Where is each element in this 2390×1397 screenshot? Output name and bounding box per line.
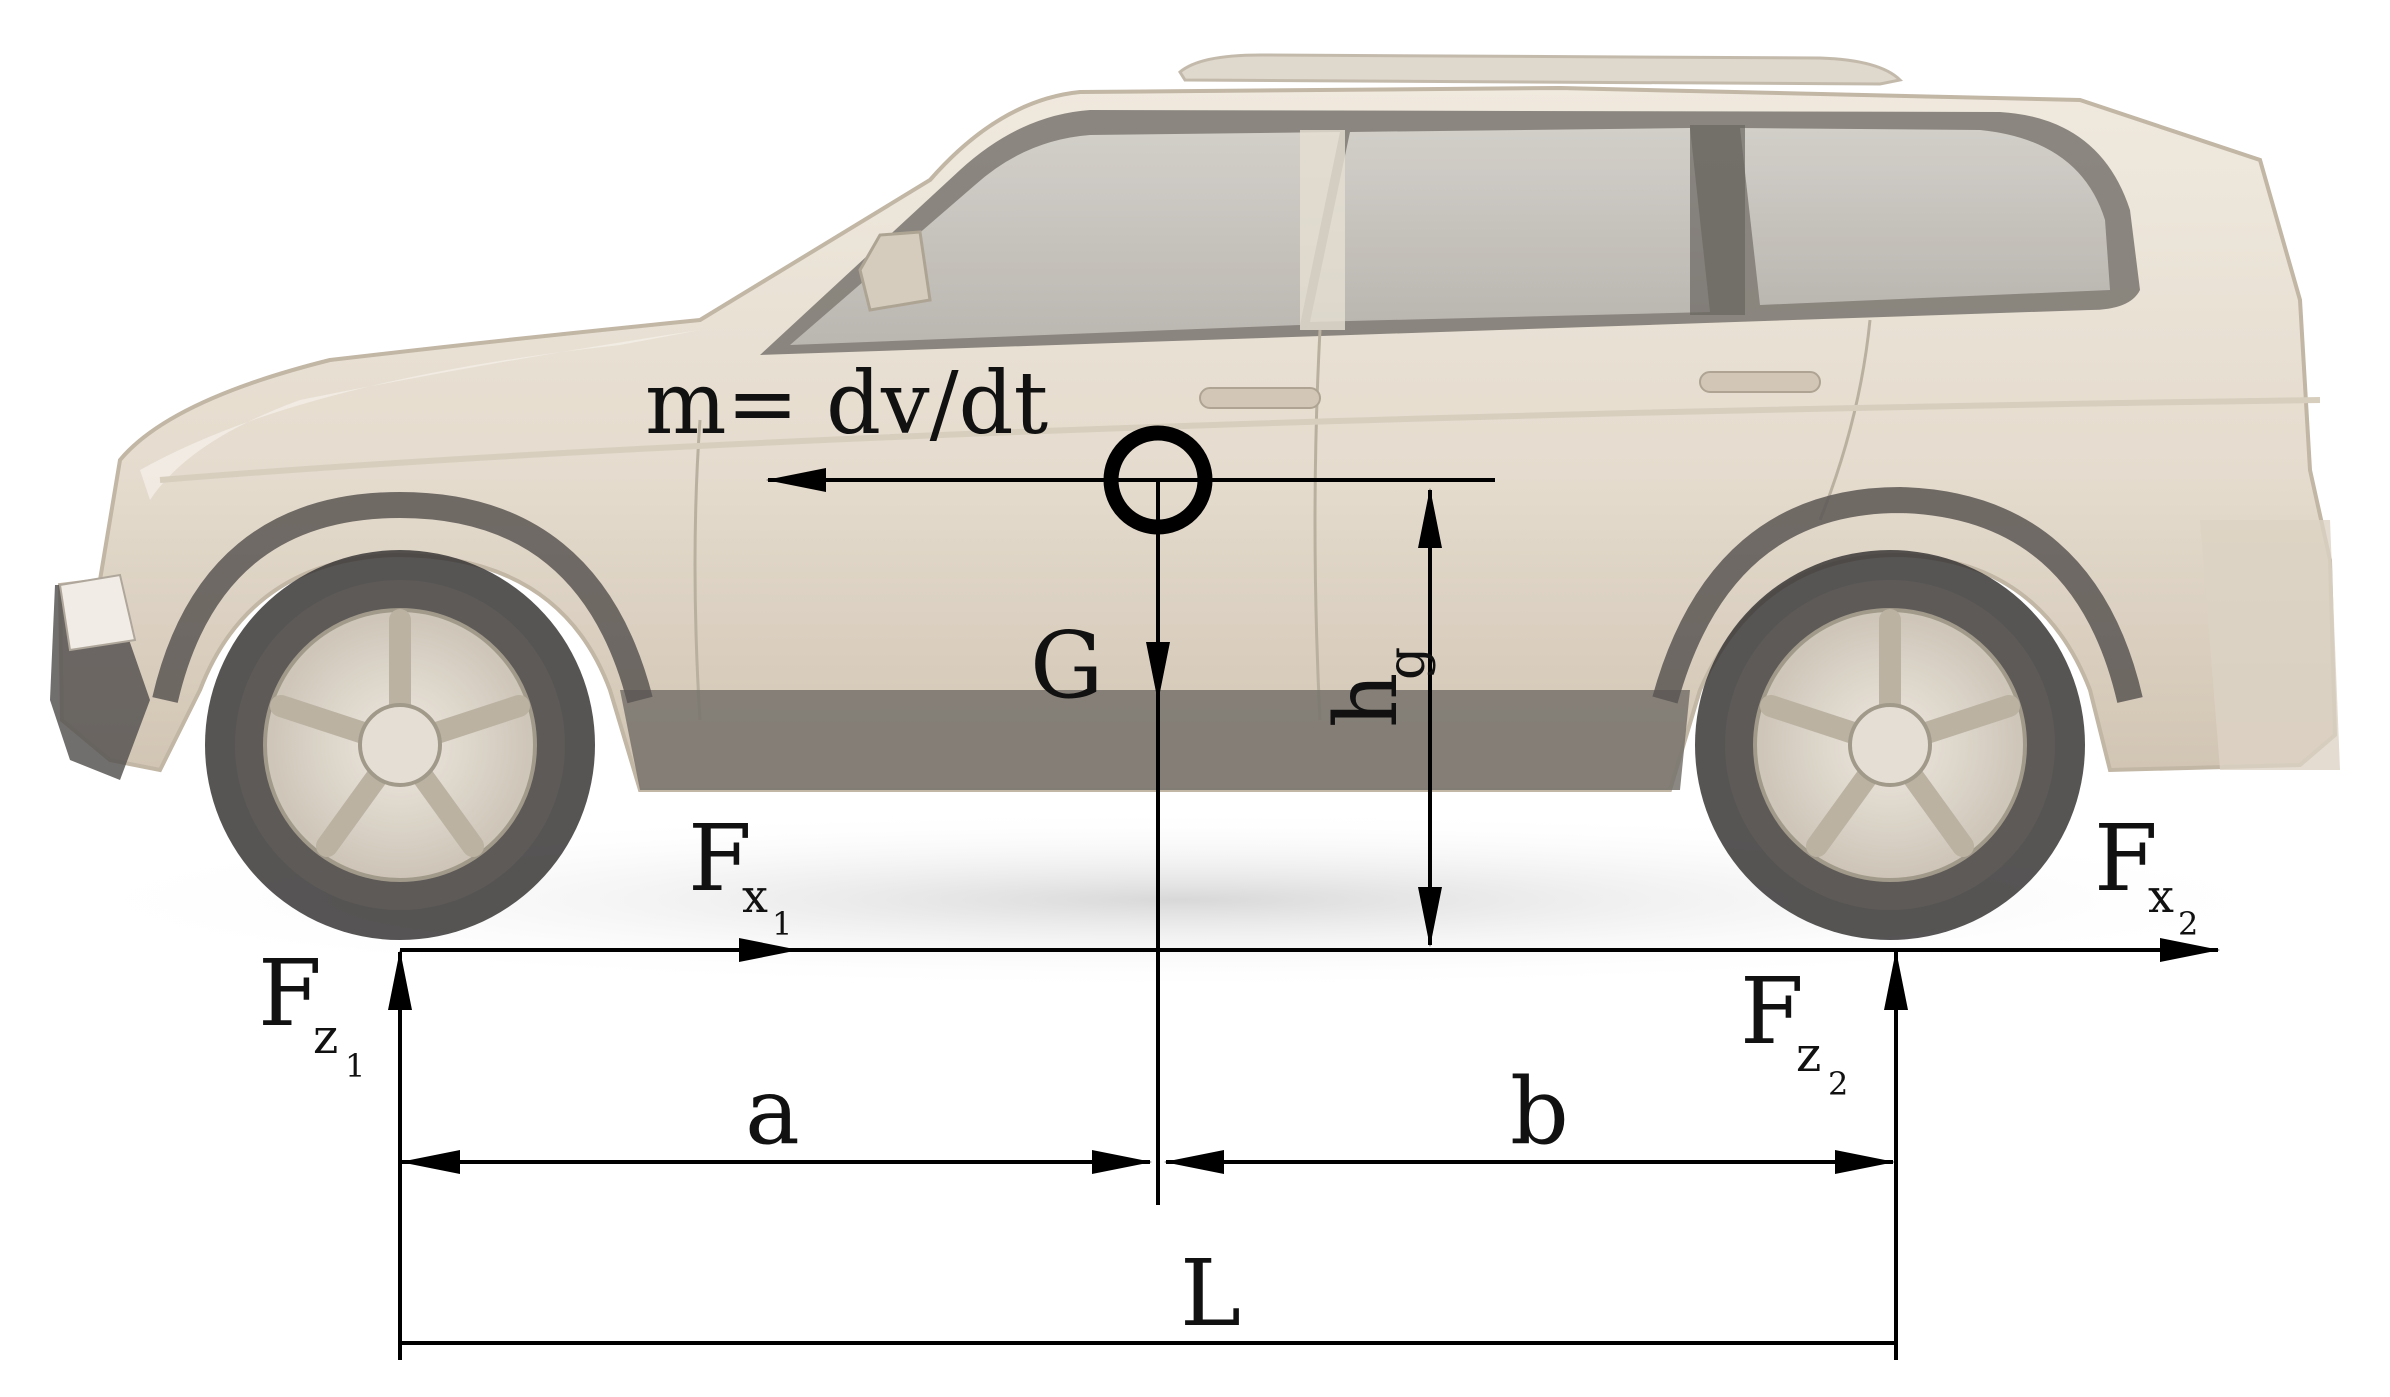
rear-wheel-arch — [1652, 486, 2143, 704]
center-of-gravity-marker — [1103, 425, 1213, 535]
fx1-label: F x 1 — [688, 805, 792, 943]
fx2-label-main: F — [2094, 805, 2158, 912]
front-wheel — [205, 550, 595, 940]
fz2-label-subsub: 2 — [1828, 1065, 1848, 1103]
rear-wheel — [1695, 550, 2085, 940]
fz1-label-subsub: 1 — [345, 1047, 365, 1085]
fx1-label-sub: x — [742, 869, 768, 923]
c-pillar — [1690, 125, 1745, 315]
quarter-window — [1740, 128, 2110, 305]
door-line-front — [693, 419, 702, 721]
fx2-label-subsub: 2 — [2178, 905, 2198, 943]
rear-window — [1310, 128, 1710, 322]
car-illustration — [50, 53, 2340, 792]
fx1-label-subsub: 1 — [772, 905, 792, 943]
front-distance-label: a — [745, 1058, 800, 1165]
cg-height-label-main: h — [1317, 673, 1417, 728]
cg-height-label-sub: g — [1377, 647, 1437, 680]
fz2-label: F z 2 — [1740, 958, 1848, 1103]
side-mirror — [858, 230, 932, 312]
rear-door-handle — [1699, 371, 1821, 393]
rear-bumper — [2200, 520, 2340, 770]
fz2-label-main: F — [1740, 958, 1804, 1065]
weight-label: G — [1030, 612, 1104, 719]
rear-distance-label: b — [1510, 1058, 1569, 1165]
character-line — [159, 397, 2321, 483]
rocker-panel — [620, 690, 1690, 790]
fz1-label-sub: z — [313, 1009, 338, 1065]
wheelbase-label: L — [1180, 1240, 1241, 1347]
fx2-label-sub: x — [2148, 869, 2174, 923]
front-wheel-arch — [152, 491, 653, 704]
fz1-label: F z 1 — [258, 940, 365, 1085]
b-pillar — [1300, 130, 1345, 330]
force-lines — [388, 468, 2220, 1360]
inertia-label: m= dv/dt — [645, 354, 1048, 454]
fx1-label-main: F — [688, 805, 752, 912]
door-line-mid — [1313, 329, 1322, 721]
headlight — [58, 573, 137, 652]
roof-rail — [1178, 53, 1904, 86]
fz2-label-sub: z — [1796, 1027, 1821, 1083]
cg-height-label: h g — [1317, 647, 1437, 728]
fz1-label-main: F — [258, 940, 322, 1047]
front-door-handle — [1199, 387, 1321, 409]
fx2-label: F x 2 — [2094, 805, 2198, 943]
